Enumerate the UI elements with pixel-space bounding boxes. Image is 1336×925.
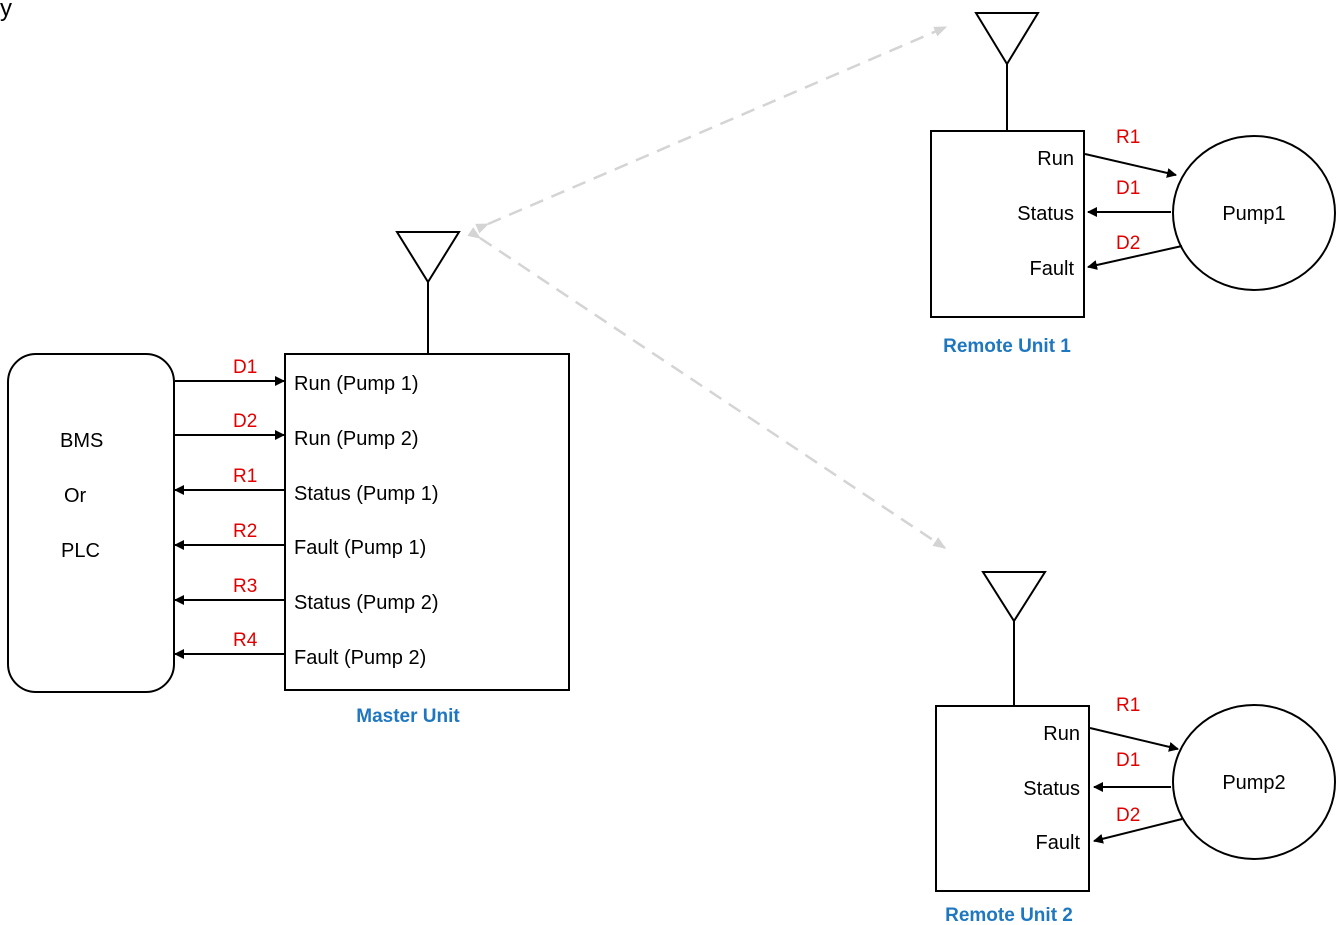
page-heading-fragment: y (0, 0, 12, 22)
tag-d1: D1 (233, 357, 257, 378)
remote1-unit-box (930, 130, 1085, 318)
plc-label: PLC (61, 540, 100, 562)
remote1-tag-d1: D1 (1116, 178, 1140, 199)
master-signal-run-pump1: Run (Pump 1) (294, 373, 419, 395)
remote-unit-2: Run Status Fault Pump2 R1 D1 D2 Remote U… (935, 571, 1336, 925)
remote2-signal-fault: Fault (1036, 832, 1081, 854)
bms-label: BMS (60, 430, 103, 452)
pump1-circle (1172, 135, 1336, 291)
remote2-tag-r1: R1 (1116, 695, 1140, 716)
pump2-circle (1172, 704, 1336, 860)
master-signal-fault-pump1: Fault (Pump 1) (294, 537, 426, 559)
remote2-signal-run: Run (1043, 723, 1080, 745)
pump1-label: Pump1 (1222, 203, 1285, 225)
tag-r4: R4 (233, 630, 258, 651)
remote2-arrow-fault (1093, 818, 1183, 844)
remote2-tag-d2: D2 (1116, 805, 1140, 826)
tag-r2: R2 (233, 521, 257, 542)
remote1-signal-run: Run (1037, 148, 1074, 170)
tag-r3: R3 (233, 576, 257, 597)
master-signal-run-pump2: Run (Pump 2) (294, 428, 419, 450)
master-signal-fault-pump2: Fault (Pump 2) (294, 647, 426, 669)
wireless-link-remote1 (475, 25, 948, 234)
remote2-antenna-icon (981, 571, 1047, 623)
master-unit: Run (Pump 1) Run (Pump 2) Status (Pump 1… (174, 231, 570, 727)
pump2-label: Pump2 (1222, 772, 1285, 794)
remote2-unit-box (935, 705, 1090, 892)
master-unit-box (284, 353, 570, 691)
wireless-link-remote2 (467, 227, 947, 550)
master-signal-status-pump1: Status (Pump 1) (294, 483, 439, 505)
remote1-tag-r1: R1 (1116, 127, 1140, 148)
tag-r1: R1 (233, 466, 257, 487)
remote2-caption: Remote Unit 2 (945, 905, 1073, 925)
remote2-signal-status: Status (1023, 778, 1080, 800)
master-signal-status-pump2: Status (Pump 2) (294, 592, 439, 614)
remote1-signal-fault: Fault (1030, 258, 1075, 280)
remote1-antenna-icon (974, 12, 1040, 66)
wireless-links (467, 25, 948, 550)
bms-plc-box (7, 353, 175, 693)
remote2-tag-d1: D1 (1116, 750, 1140, 771)
master-unit-caption: Master Unit (356, 706, 460, 727)
remote1-caption: Remote Unit 1 (943, 336, 1071, 357)
remote1-tag-d2: D2 (1116, 233, 1140, 254)
master-antenna-icon (395, 231, 461, 284)
remote1-arrow-run (1084, 153, 1177, 178)
remote1-arrow-fault (1087, 245, 1183, 270)
remote-unit-1: Run Status Fault Pump1 R1 D1 D2 Remote U… (930, 12, 1336, 357)
bms-plc-block: BMS Or PLC (7, 353, 175, 693)
remote2-arrow-run (1089, 727, 1179, 752)
or-label: Or (64, 485, 87, 507)
remote1-signal-status: Status (1017, 203, 1074, 225)
tag-d2: D2 (233, 411, 257, 432)
